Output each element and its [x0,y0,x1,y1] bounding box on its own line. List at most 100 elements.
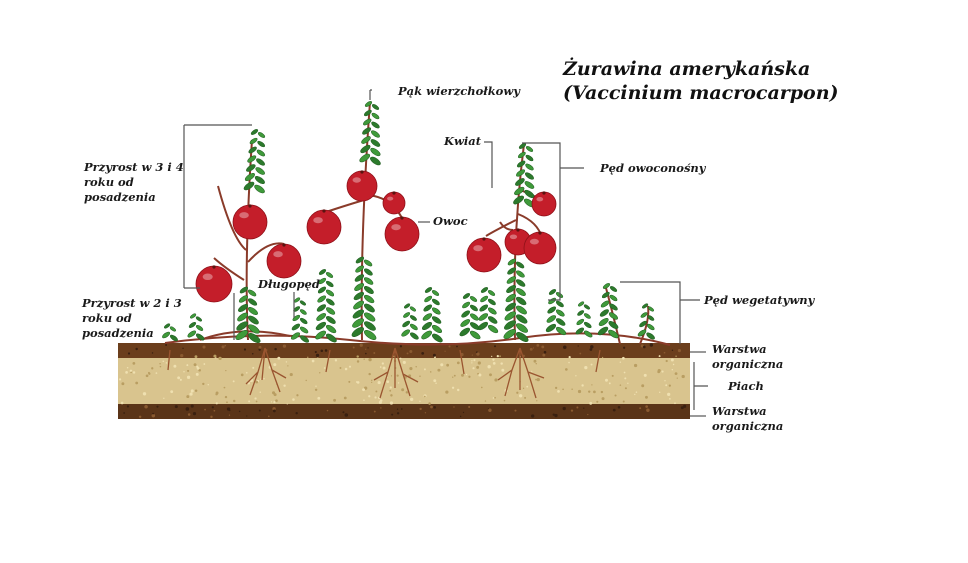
berries [195,170,557,303]
leaf [247,289,257,297]
leaf [599,309,609,317]
leaf [487,316,498,324]
leaf [647,315,655,321]
leaf [317,286,327,294]
leaf [504,320,516,330]
label-growth-2-3-line-3: posadzenia [82,326,154,340]
stem-right-branch-1 [485,219,517,237]
leaf [487,290,496,296]
leaf [409,315,417,321]
leaf [243,181,255,191]
leaf [355,265,365,273]
leaf [515,178,525,186]
soil-texture [118,343,687,419]
leaf [461,310,471,318]
leaf [507,267,517,275]
leaf [164,323,171,329]
leaf [478,313,489,321]
leaf [608,312,619,320]
leaf [646,332,655,340]
leaf [524,181,535,189]
label-organic-bottom-line-1: Warstwa [712,404,767,418]
leaf [247,315,259,325]
leaf [239,286,249,294]
title-common-name: Żurawina amerykańska [563,58,811,80]
leaf [469,304,478,312]
leaf [525,163,534,171]
leaf [600,300,610,308]
leaf [515,261,525,269]
leaf [404,303,411,309]
leaf [646,323,655,331]
leaf [190,313,197,319]
leaf [187,330,197,338]
leaf [424,287,433,293]
leaf [188,322,197,328]
bracket-vegetative [620,281,700,344]
leaf [640,312,648,318]
label-growth-3-4: Przyrost w 3 i 4 roku od posadzenia [84,160,194,205]
leaf [583,330,593,338]
leaf [299,300,306,306]
leaf [487,324,499,334]
leaf [364,101,373,107]
leaf [290,332,301,340]
leaf [353,300,365,310]
leaf [325,272,334,278]
leaf [325,333,337,343]
leaf [364,330,377,340]
leaf [325,280,334,288]
leaf [578,301,585,307]
leaf [515,270,525,278]
label-fruiting-shoot: Pęd owoconośny [600,161,706,175]
label-vegetative-shoot: Pęd wegetatywny [704,293,815,307]
leaf [460,319,471,327]
leaf [576,318,585,326]
leaf [315,330,327,340]
leaf [402,320,411,328]
leaf [546,315,557,323]
berry [346,170,378,202]
leaf [299,309,307,315]
leaf [299,335,310,343]
leaf [505,293,517,303]
leaf [247,155,257,163]
leaf [244,172,255,182]
leaf [424,295,433,303]
leaf [487,298,496,306]
leaf [422,313,433,321]
leaf [516,314,528,324]
leaf [371,112,380,120]
leaf [352,309,364,319]
stem-left-branch-1 [217,185,247,251]
leaf [370,156,381,166]
leaf [518,143,527,149]
leaf [547,306,557,314]
leaf [555,300,564,308]
leaf [431,316,442,324]
leaf [316,313,327,321]
leaf [169,326,176,332]
leaf [513,195,525,205]
leaf [371,104,380,110]
leaf [370,130,380,138]
berry [266,243,302,279]
leaf [477,321,489,331]
berry [382,191,406,215]
leaf [363,118,372,126]
label-organic-top-line-2: organiczna [712,357,784,371]
leaf [246,164,256,172]
leaf [409,306,416,312]
leaf [363,286,374,294]
berry [384,216,420,252]
leaf [403,312,411,318]
label-growth-2-3: Przyrost w 2 i 3 roku od posadzenia [82,296,192,341]
leaf [299,326,309,334]
leaf [364,321,376,331]
leaf [608,329,619,339]
label-sand: Piach [728,379,764,393]
label-organic-layer-bottom: Warstwa organiczna [712,404,783,434]
leaf [363,277,374,285]
leaf [609,303,618,311]
leaf [256,149,266,157]
